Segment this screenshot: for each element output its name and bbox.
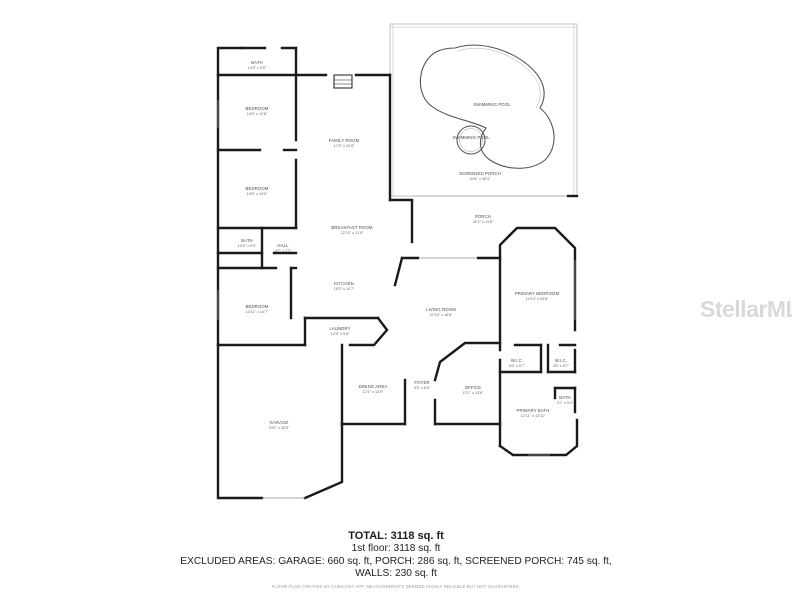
- room-dining-area-name: DINING AREA: [359, 384, 388, 389]
- room-garage-dims: 23'2" x 28'3": [269, 426, 290, 430]
- room-swimming-pool-spa-name: SWIMMING POOL: [452, 135, 490, 140]
- room-porch-name: PORCH: [475, 214, 491, 219]
- swimming-pool: [419, 44, 555, 169]
- room-bedroom-2-name: BEDROOM: [246, 186, 269, 191]
- room-wic-2-name: W.I.C.: [555, 358, 567, 363]
- room-screened-porch-name: SCREENED PORCH: [459, 171, 501, 176]
- stellarmls-watermark: StellarMLS: [700, 296, 792, 322]
- room-laundry-dims: 10'5" x 5'8": [331, 332, 350, 336]
- room-garage-name: GARAGE: [270, 420, 289, 425]
- room-breakfast-room-dims: 22'10" x 11'5": [341, 231, 364, 235]
- room-foyer-dims: 6'3" x 6'5": [414, 386, 431, 390]
- area-summary: TOTAL: 3118 sq. ft 1st floor: 3118 sq. f…: [0, 530, 792, 581]
- room-kitchen-name: KITCHEN: [334, 281, 354, 286]
- room-bedroom-1-name: BEDROOM: [246, 106, 269, 111]
- total-area: TOTAL: 3118 sq. ft: [348, 530, 444, 542]
- room-bedroom-1-dims: 14'6" x 11'8": [247, 112, 268, 116]
- room-bath-mid-dims: 10'4" x 5'3": [238, 244, 257, 248]
- room-screened-porch-dims: 34'6" x 35'4": [470, 177, 491, 181]
- room-labels: BATH 14'6" x 5'5" BEDROOM 14'6" x 11'8" …: [238, 60, 574, 430]
- excluded-areas: EXCLUDED AREAS: GARAGE: 660 sq. ft, PORC…: [180, 555, 612, 567]
- room-bedroom-2-dims: 14'8" x 14'0": [247, 192, 268, 196]
- room-family-room-name: FAMILY ROOM: [329, 138, 360, 143]
- walls: [216, 46, 579, 500]
- room-primary-bath-dims: 12'11" x 13'11": [521, 414, 546, 418]
- walls-area: WALLS: 230 sq. ft: [355, 568, 437, 579]
- room-bath-small-name: BATH: [559, 395, 571, 400]
- room-dining-area-dims: 12'1" x 14'9": [363, 390, 384, 394]
- room-breakfast-room-name: BREAKFAST ROOM: [331, 225, 373, 230]
- room-hall-name: HALL: [277, 243, 289, 248]
- room-living-room-name: LIVING ROOM: [426, 307, 456, 312]
- room-bath-top-name: BATH: [251, 60, 263, 65]
- room-kitchen-dims: 19'3" x 10'7": [334, 287, 355, 291]
- floor-area: 1st floor: 3118 sq. ft: [351, 543, 441, 554]
- room-primary-bedroom-dims: 14'10" x 20'8": [526, 297, 550, 301]
- room-bath-small-dims: 3'7" x 5'4": [557, 401, 574, 405]
- room-bath-top-dims: 14'6" x 5'5": [248, 66, 267, 70]
- room-family-room-dims: 17'8" x 22'8": [334, 144, 355, 148]
- room-swimming-pool-name: SWIMMING POOL: [473, 102, 511, 107]
- room-foyer-name: FOYER: [414, 380, 429, 385]
- room-bedroom-3-name: BEDROOM: [246, 304, 269, 309]
- room-wic-1-name: W.I.C.: [511, 358, 523, 363]
- room-office-name: OFFICE: [465, 385, 481, 390]
- room-porch-dims: 30'2" x 11'8": [473, 220, 494, 224]
- room-living-room-dims: 22'10" x 16'8": [430, 313, 454, 317]
- room-primary-bath-name: PRIMARY BATH: [517, 408, 550, 413]
- room-office-dims: 12'1" x 13'8": [463, 391, 484, 395]
- room-bath-mid-name: BATH: [241, 238, 253, 243]
- disclaimer: FLOOR PLAN CREATED BY CUBICASA APP. MEAS…: [271, 584, 521, 589]
- room-wic-1-dims: 4'8" x 6'7": [509, 364, 526, 368]
- room-bedroom-3-dims: 13'11" x 14'7": [246, 310, 269, 314]
- room-wic-2-dims: 4'6" x 6'7": [553, 364, 570, 368]
- room-primary-bedroom-name: PRIMARY BEDROOM: [515, 291, 560, 296]
- room-hall-dims: 4'7" x 7'3": [275, 249, 292, 253]
- room-laundry-name: LAUNDRY: [329, 326, 350, 331]
